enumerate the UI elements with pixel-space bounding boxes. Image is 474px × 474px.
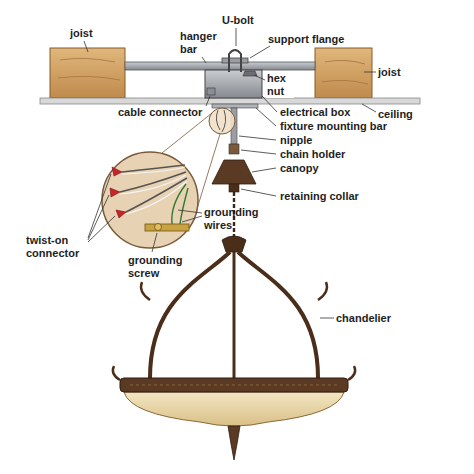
part-label: hanger bar: [180, 30, 222, 56]
part-label: grounding wires: [204, 206, 266, 232]
part-label: chain holder: [280, 148, 345, 161]
part-label: hex nut: [266, 72, 294, 98]
part-label: cable connector: [118, 106, 202, 119]
part-label: chandelier: [336, 312, 391, 325]
part-label: support flange: [268, 33, 344, 46]
part-label: ceiling: [378, 108, 413, 121]
part-label: nipple: [280, 134, 312, 147]
part-label: retaining collar: [280, 190, 359, 203]
part-label: joist: [70, 27, 93, 40]
part-label: joist: [378, 66, 401, 79]
part-label: U-bolt: [222, 14, 254, 27]
part-label: fixture mounting bar: [280, 120, 387, 133]
part-label: grounding screw: [128, 254, 190, 280]
part-label: canopy: [280, 162, 319, 175]
part-label: twist-on connector: [26, 234, 86, 260]
part-label: electrical box: [280, 106, 350, 119]
